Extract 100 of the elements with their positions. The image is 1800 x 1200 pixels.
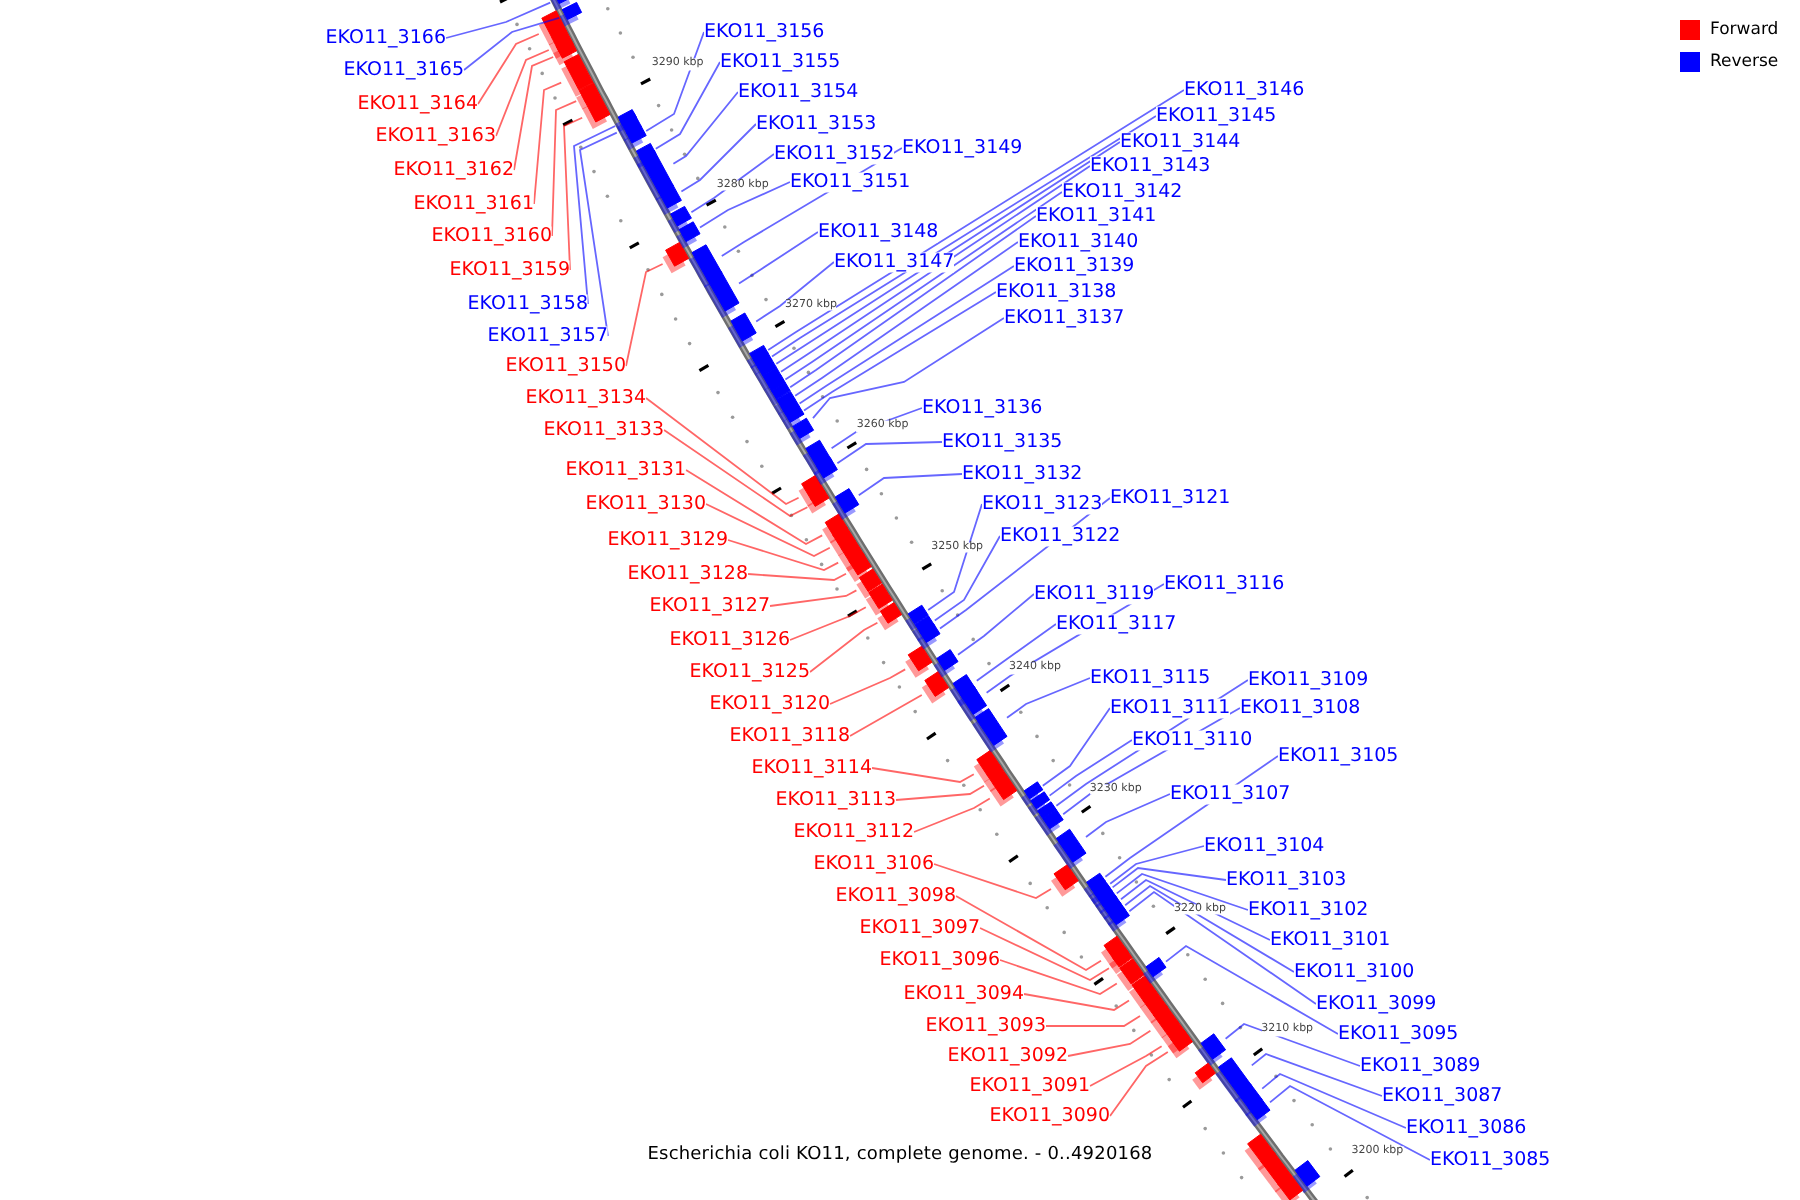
leader-line <box>1128 890 1317 1005</box>
gene-feature <box>550 0 574 11</box>
gene-label: EKO11_3090 <box>989 1106 1110 1126</box>
gene-feature <box>1274 1173 1304 1200</box>
gene-label: EKO11_3093 <box>925 1016 1046 1036</box>
leader-line <box>1261 1072 1407 1129</box>
leader-line <box>579 131 618 337</box>
gene-label: EKO11_3109 <box>1248 670 1369 690</box>
gene-label: EKO11_3164 <box>357 94 478 114</box>
gene-feature <box>950 674 978 707</box>
leader-line <box>1045 1015 1141 1027</box>
leader-line <box>1041 707 1111 787</box>
gene-label: EKO11_3140 <box>1018 232 1139 252</box>
gene-label: EKO11_3142 <box>1062 182 1183 202</box>
gene-feature <box>832 488 860 520</box>
gene-label: EKO11_3148 <box>818 222 939 242</box>
leader-line <box>663 429 809 518</box>
gene-label: EKO11_3134 <box>525 388 646 408</box>
leader-line <box>849 694 923 737</box>
gene-label: EKO11_3151 <box>790 172 911 192</box>
gene-label: EKO11_3114 <box>751 758 872 778</box>
gene-label: EKO11_3095 <box>1338 1024 1459 1044</box>
gene-label: EKO11_3159 <box>449 260 570 280</box>
gene-label: EKO11_3104 <box>1204 836 1325 856</box>
gene-feature <box>1143 956 1167 984</box>
leader-line <box>699 181 791 229</box>
gene-feature <box>1167 1029 1193 1059</box>
leader-line <box>829 668 907 705</box>
leader-line <box>755 261 835 323</box>
leader-line <box>999 959 1118 995</box>
gene-label: EKO11_3145 <box>1156 106 1277 126</box>
gene-label: EKO11_3107 <box>1170 784 1291 804</box>
gene-feature <box>728 312 757 348</box>
leader-line <box>495 49 550 137</box>
leader-line <box>1115 873 1249 911</box>
gene-label: EKO11_3152 <box>774 144 895 164</box>
leader-line <box>1269 1084 1431 1161</box>
leader-line <box>551 100 578 237</box>
leader-line <box>767 89 1185 351</box>
gene-label: EKO11_3163 <box>375 126 496 146</box>
leader-line <box>533 81 563 205</box>
gene-label: EKO11_3121 <box>1110 488 1231 508</box>
leader-line <box>975 623 1057 682</box>
leader-line <box>794 241 1019 397</box>
leader-line <box>477 33 540 105</box>
gene-label: EKO11_3138 <box>996 282 1117 302</box>
gene-label: EKO11_3087 <box>1382 1086 1503 1106</box>
leader-line <box>957 593 1035 656</box>
gene-feature <box>1053 828 1087 870</box>
gene-label: EKO11_3147 <box>834 252 955 272</box>
gene-feature <box>813 457 838 485</box>
gene-label: EKO11_3157 <box>487 326 608 346</box>
gene-label: EKO11_3116 <box>1164 574 1285 594</box>
leader-line <box>803 291 997 412</box>
gene-label: EKO11_3103 <box>1226 870 1347 890</box>
leader-line <box>463 16 561 71</box>
gene-feature <box>1198 1033 1227 1067</box>
gene-label: EKO11_3089 <box>1360 1056 1481 1076</box>
leader-line <box>955 895 1102 972</box>
gene-label: EKO11_3150 <box>505 356 626 376</box>
leader-line <box>1109 1051 1169 1117</box>
gene-label: EKO11_3129 <box>607 530 728 550</box>
gene-feature <box>1051 864 1079 897</box>
leader-line <box>680 123 757 193</box>
gene-label: EKO11_3101 <box>1270 930 1391 950</box>
gene-feature <box>905 645 933 678</box>
gene-feature <box>1192 1062 1216 1090</box>
leader-line <box>836 441 943 465</box>
leader-line <box>685 469 824 546</box>
gene-label: EKO11_3128 <box>627 564 748 584</box>
leader-line <box>812 317 1005 420</box>
leader-line <box>784 191 1063 381</box>
gene-label: EKO11_3149 <box>902 138 1023 158</box>
leader-line <box>1165 944 1339 1035</box>
legend-label: Forward <box>1710 21 1779 39</box>
gene-feature <box>1245 1097 1271 1127</box>
leader-line <box>705 503 831 557</box>
gene-label: EKO11_3091 <box>969 1076 1090 1096</box>
leader-line <box>1250 1053 1383 1097</box>
gene-label: EKO11_3113 <box>775 790 896 810</box>
gene-label: EKO11_3105 <box>1278 746 1399 766</box>
gene-label: EKO11_3137 <box>1004 308 1125 328</box>
leader-line <box>1124 884 1295 973</box>
leader-line <box>1089 1045 1163 1087</box>
leader-line <box>654 61 721 150</box>
gene-label: EKO11_3122 <box>1000 526 1121 546</box>
gene-feature <box>912 615 936 642</box>
gene-label: EKO11_3146 <box>1184 80 1305 100</box>
leader-line <box>1111 867 1227 889</box>
gene-label: EKO11_3126 <box>669 630 790 650</box>
leader-line <box>1067 1029 1152 1057</box>
leader-line <box>513 56 555 171</box>
gene-feature <box>1107 907 1130 932</box>
gene-feature <box>807 489 830 514</box>
gene-label: EKO11_3141 <box>1036 206 1157 226</box>
gene-feature <box>662 241 690 274</box>
gene-feature <box>921 671 950 704</box>
gene-label: EKO11_3161 <box>413 194 534 214</box>
leader-line <box>780 165 1091 373</box>
leader-line <box>789 215 1037 389</box>
